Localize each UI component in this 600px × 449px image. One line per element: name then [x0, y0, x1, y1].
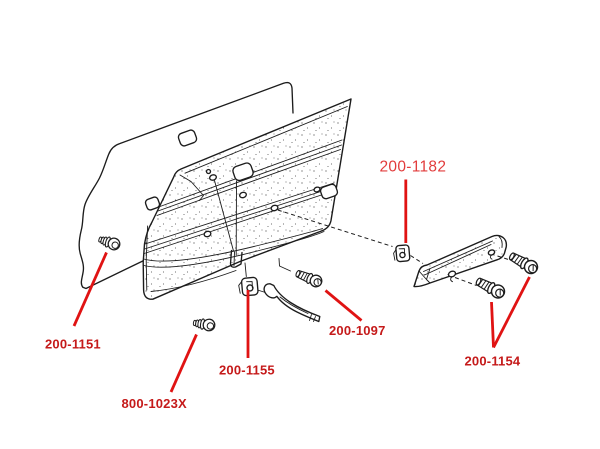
dashed-assembly-lines [277, 209, 512, 286]
part-label-200-1151: 200-1151 [45, 337, 101, 352]
screw-200-1154-lower [473, 274, 508, 301]
part-label-200-1155: 200-1155 [219, 363, 275, 378]
part-label-200-1182: 200-1182 [380, 159, 447, 176]
leader-200-1151 [72, 251, 108, 327]
leader-200-1154-right [492, 276, 531, 349]
shell-hole-upper [177, 129, 198, 147]
panel-hole-rect-upper [232, 162, 254, 182]
callout-labels: 200-1151 800-1023X 200-1155 200-1097 200… [45, 159, 521, 412]
clip-200-1182 [393, 244, 411, 263]
door-trim-panel [142, 98, 352, 300]
panel-bottom-bracket [229, 249, 243, 268]
door-pull-handle [263, 283, 321, 323]
clip-200-1155 [238, 276, 259, 297]
part-label-800-1023X: 800-1023X [122, 396, 188, 411]
panel-mount-holes [203, 168, 321, 238]
part-label-200-1097: 200-1097 [329, 323, 386, 338]
panel-map-pocket [143, 225, 325, 292]
leader-200-1097 [324, 289, 363, 322]
panel-top-hem [184, 106, 348, 174]
shell-hole-lower [144, 196, 161, 211]
panel-hole-rect-right [319, 183, 339, 200]
panel-moulding-strip-lower [143, 182, 335, 254]
callout-leaders [72, 179, 531, 393]
panel-guide-line-left [214, 180, 234, 252]
leader-800-1023X [169, 333, 198, 393]
armrest-screw-hole-right [487, 249, 496, 256]
leader-200-1154-left [490, 301, 495, 348]
push-pin-800-1023X [192, 316, 217, 333]
screw-200-1097 [293, 267, 325, 290]
panel-corner-recess [179, 174, 204, 201]
armrest [413, 234, 508, 288]
armrest-screw-hole-left [447, 270, 457, 278]
part-label-200-1154: 200-1154 [465, 354, 521, 369]
screw-200-1154-upper [506, 249, 541, 277]
